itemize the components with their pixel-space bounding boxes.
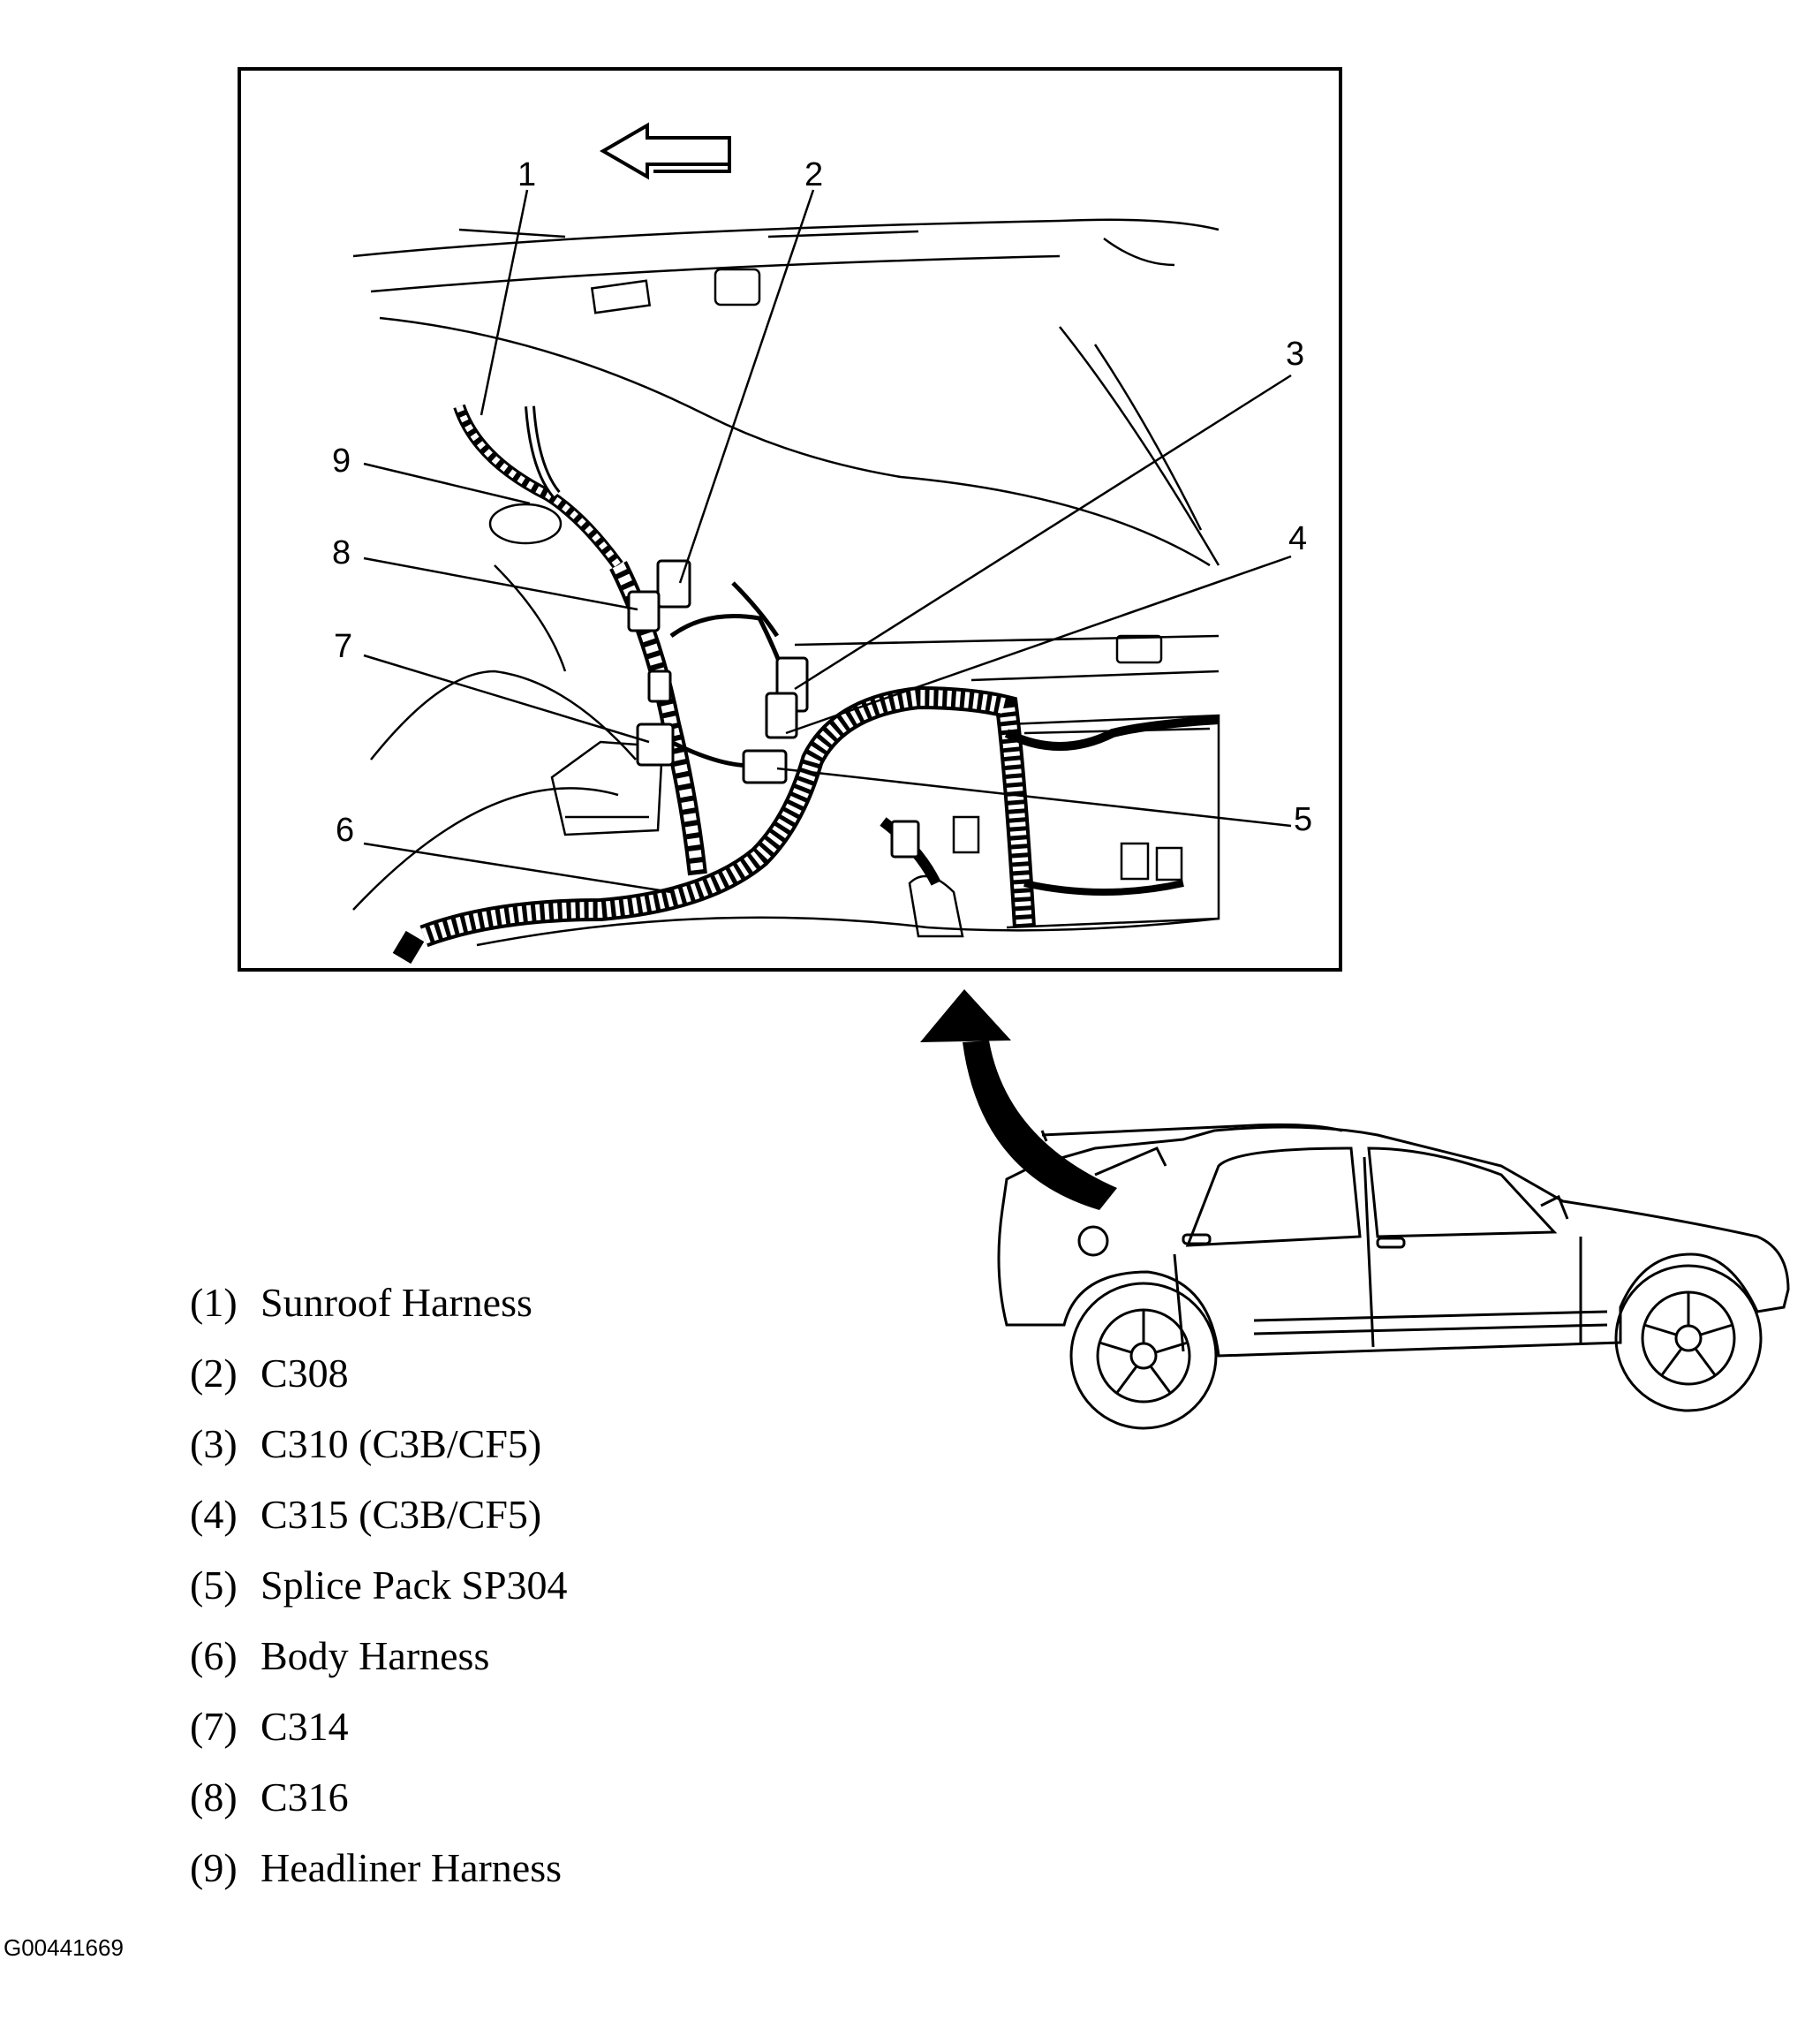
legend-text: Splice Pack SP304 xyxy=(261,1563,568,1608)
connector-c308 xyxy=(656,559,691,609)
legend-text: Body Harness xyxy=(261,1633,490,1678)
callout-8: 8 xyxy=(332,534,351,571)
connectors xyxy=(627,559,920,859)
legend-item: (2) C308 xyxy=(190,1353,349,1394)
legend-number: (2) xyxy=(190,1351,238,1396)
legend-text: C310 (C3B/CF5) xyxy=(261,1421,542,1466)
legend-item: (4) C315 (C3B/CF5) xyxy=(190,1494,541,1535)
splice-pack-sp304 xyxy=(742,749,788,784)
legend-number: (4) xyxy=(190,1492,238,1537)
legend-item: (1) Sunroof Harness xyxy=(190,1283,532,1323)
legend-text: Sunroof Harness xyxy=(261,1280,532,1325)
callout-9: 9 xyxy=(332,443,351,480)
legend-number: (8) xyxy=(190,1774,238,1820)
callout-7: 7 xyxy=(334,628,352,665)
legend-number: (5) xyxy=(190,1563,238,1608)
legend-text: C315 (C3B/CF5) xyxy=(261,1492,542,1537)
callout-1: 1 xyxy=(517,156,536,193)
legend-number: (6) xyxy=(190,1633,238,1678)
connector-c315 xyxy=(765,692,798,739)
legend-text: C316 xyxy=(261,1774,349,1820)
legend-text: C308 xyxy=(261,1351,349,1396)
legend-item: (9) Headliner Harness xyxy=(190,1848,562,1888)
callout-5: 5 xyxy=(1294,801,1312,838)
legend-item: (6) Body Harness xyxy=(190,1636,489,1676)
suv-side-view xyxy=(997,1123,1790,1430)
legend-text: C314 xyxy=(261,1704,349,1749)
curved-arrow-icon xyxy=(920,989,1117,1210)
legend-number: (9) xyxy=(190,1845,238,1890)
legend-item: (3) C310 (C3B/CF5) xyxy=(190,1424,541,1464)
legend-number: (1) xyxy=(190,1280,238,1325)
callout-3: 3 xyxy=(1286,336,1304,373)
figure-id: G00441669 xyxy=(4,1934,124,1961)
legend-item: (5) Splice Pack SP304 xyxy=(190,1565,568,1606)
legend-item: (8) C316 xyxy=(190,1777,349,1818)
leader-lines xyxy=(363,189,1292,894)
connector-c316 xyxy=(627,590,661,632)
callout-labels: 1 2 3 4 5 6 7 8 9 xyxy=(332,156,1312,849)
callout-6: 6 xyxy=(336,812,354,849)
connector-c314 xyxy=(636,723,675,767)
legend-number: (7) xyxy=(190,1704,238,1749)
callout-4: 4 xyxy=(1288,520,1307,557)
forward-arrow-icon xyxy=(600,122,731,180)
legend-number: (3) xyxy=(190,1421,238,1466)
legend-item: (7) C314 xyxy=(190,1706,349,1747)
legend-text: Headliner Harness xyxy=(261,1845,563,1890)
callout-2: 2 xyxy=(804,156,823,193)
